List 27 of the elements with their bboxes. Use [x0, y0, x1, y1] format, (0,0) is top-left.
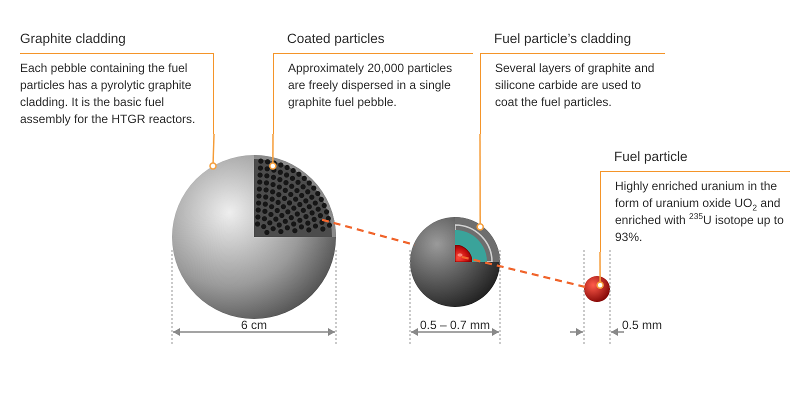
callout-text: [600, 148, 790, 252]
callout-description: Each pebble containing the fuel particles has a pyrolytic graphite cladding. It is the basic fuel assembly for the HTGR reactors.: [20, 53, 214, 134]
particle-coating-drawing: [455, 217, 500, 262]
dashed-connector: [462, 256, 586, 288]
callout-text: [20, 30, 214, 134]
particle-kernel-drawing: [455, 245, 472, 262]
callout-heading: Graphite cladding: [20, 30, 127, 48]
fuel-pebble-drawing: [172, 155, 336, 319]
pebble-cutaway-drawing: [254, 155, 336, 237]
dimension-label: 0.5 – 0.7 mm: [420, 318, 490, 332]
callout-heading: Fuel particle’s cladding: [493, 30, 632, 48]
leader-line: [209, 134, 217, 170]
callout-text: [273, 30, 473, 134]
callout-description: Several layers of graphite and silicone carbide are used to coat the fuel particles.: [480, 53, 665, 134]
dashed-connector: [322, 218, 416, 246]
callout-description: Approximately 20,000 particles are freely dispersed in a single graphite fuel pebble.: [273, 53, 473, 134]
callout-heading: Coated particles: [286, 30, 386, 48]
fuel-particle-drawing: [584, 276, 610, 302]
coated-particle-drawing: [410, 217, 500, 307]
leader-line: [476, 134, 484, 231]
leader-line: [269, 134, 277, 170]
leader-line: [596, 252, 604, 289]
callout-heading: Fuel particle: [613, 148, 689, 166]
callout-description: Highly enriched uranium in the form of uranium oxide UO$_{2}$ and enriched with $^{235}$U isotope up to 93%.: [600, 171, 790, 252]
callout-text: [480, 30, 665, 134]
dimension-label: 0.5 mm: [622, 318, 662, 332]
dimension-label: 6 cm: [241, 318, 267, 332]
